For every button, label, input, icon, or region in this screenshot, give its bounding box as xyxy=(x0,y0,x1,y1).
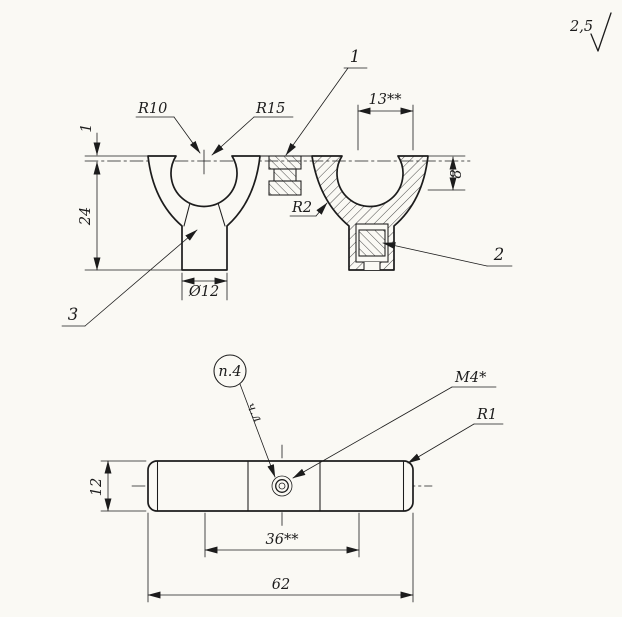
plan-end-tangent-lines xyxy=(156,460,405,512)
thread-outer-circle xyxy=(271,475,293,497)
dim-m4-leader xyxy=(292,386,453,479)
dim-12: 12 xyxy=(89,460,147,512)
dim-13: 13** xyxy=(357,92,414,151)
dim-r2-label: R2 xyxy=(291,200,312,216)
dim-12-label: 12 xyxy=(89,478,105,496)
callout-2: 2 xyxy=(382,242,513,267)
plan-view: п.4 ч.л M4* R1 12 36** xyxy=(89,354,504,603)
dim-24-label: 24 xyxy=(78,207,94,226)
dim-dia12-extensions xyxy=(181,272,228,301)
note-p4: п.4 ч.л xyxy=(213,354,276,478)
note-p4-label: п.4 xyxy=(218,364,241,380)
dim-8: 8 xyxy=(427,156,466,191)
left-clamp-body-outline xyxy=(147,155,261,271)
dim-24: 24 xyxy=(78,161,101,271)
dim-r10: R10 xyxy=(135,101,201,154)
dim-dia12-label: Ø12 xyxy=(188,284,219,300)
dim-36: 36** xyxy=(204,512,360,558)
dim-r1-leader xyxy=(407,423,475,464)
dim-m4: M4* xyxy=(292,370,497,479)
roughness-check-icon xyxy=(590,12,612,52)
left-slot-line-1 xyxy=(183,202,191,227)
dim-r10-leader xyxy=(173,116,201,154)
surface-finish-value: 2,5 xyxy=(569,19,593,35)
dim-36-label: 36** xyxy=(266,532,300,548)
note-p4-leader xyxy=(239,383,276,478)
plan-boss-edges xyxy=(247,460,321,512)
note-p4-balloon xyxy=(213,354,247,388)
dim-r2: R2 xyxy=(289,200,328,217)
surface-finish-mark: 2,5 xyxy=(569,12,612,52)
hole-circle xyxy=(275,479,289,493)
dim-r15: R15 xyxy=(211,101,294,156)
right-clamp-body-section xyxy=(311,155,429,271)
dim-r15-leader xyxy=(211,116,255,156)
dim-r1-label: R1 xyxy=(476,407,497,423)
thread-channel-edges xyxy=(363,261,381,271)
screw-head-section xyxy=(268,155,302,170)
callout-3: 3 xyxy=(61,229,198,327)
dim-1: 1 xyxy=(79,123,101,156)
screw-washer-section xyxy=(268,180,302,196)
dim-dia12: Ø12 xyxy=(181,272,228,301)
callout-2-leader xyxy=(382,242,488,267)
callout-1-label: 1 xyxy=(350,47,361,66)
callout-3-leader xyxy=(84,229,198,327)
dim-r2-leader xyxy=(315,202,328,217)
screw-item1 xyxy=(268,155,302,196)
dim-13-label: 13** xyxy=(369,92,403,108)
plan-body-outline xyxy=(147,460,414,512)
callout-2-label: 2 xyxy=(493,245,505,264)
dim-62-extensions xyxy=(147,512,414,603)
callout-1: 1 xyxy=(285,47,368,156)
dim-8-label: 8 xyxy=(449,169,465,178)
dim-r10-label: R10 xyxy=(137,101,167,117)
dim-m4-label: M4* xyxy=(454,370,487,386)
dim-13-extensions xyxy=(357,104,414,151)
nut-section-item2 xyxy=(358,229,386,257)
callout-3-label: 3 xyxy=(68,305,79,324)
thread-channel xyxy=(364,262,380,270)
dim-62: 62 xyxy=(147,512,414,603)
dim-1-label: 1 xyxy=(79,123,95,132)
left-slot-line-2 xyxy=(217,202,226,227)
dim-r15-label: R15 xyxy=(255,101,285,117)
dim-62-label: 62 xyxy=(272,577,290,593)
hole-inner-circle xyxy=(278,482,286,490)
dim-r1: R1 xyxy=(407,407,504,464)
screw-neck-section xyxy=(273,168,297,182)
callout-1-leader xyxy=(285,67,349,156)
front-view: R10 R15 13** 8 1 24 xyxy=(61,47,513,327)
